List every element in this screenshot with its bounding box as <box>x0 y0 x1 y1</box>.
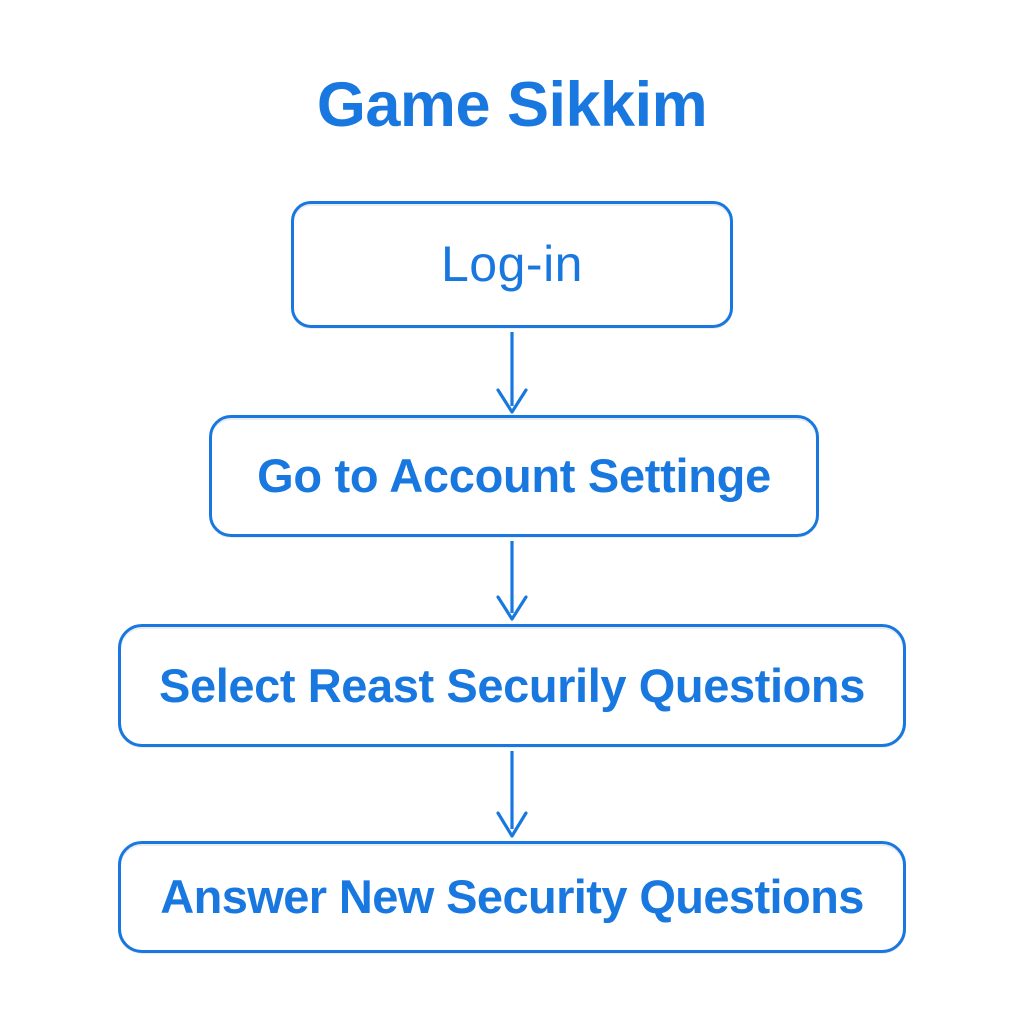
flow-node-label: Log-in <box>441 236 583 293</box>
flow-node-go-to-account-settinge[interactable]: Go to Account Settinge <box>209 415 819 537</box>
flow-node-answer-new-security-questions[interactable]: Answer New Security Questions <box>118 841 906 953</box>
flow-node-log-in[interactable]: Log-in <box>291 201 733 328</box>
flow-node-label: Select Reast Securily Questions <box>159 661 865 710</box>
flow-node-label-light: Securily Questions <box>433 658 865 712</box>
flow-node-label: Answer New Security Questions <box>160 870 864 924</box>
flow-node-label: Go to Account Settinge <box>257 449 771 503</box>
flow-node-select-reast-securily-questions[interactable]: Select Reast Securily Questions <box>118 624 906 747</box>
page-title: Game Sikkim <box>316 70 708 140</box>
flow-arrow-1-to-2 <box>489 330 535 416</box>
flow-arrow-3-to-4 <box>489 749 535 840</box>
flow-arrow-2-to-3 <box>489 539 535 623</box>
flow-node-label-strong: Select Reast <box>159 658 434 712</box>
